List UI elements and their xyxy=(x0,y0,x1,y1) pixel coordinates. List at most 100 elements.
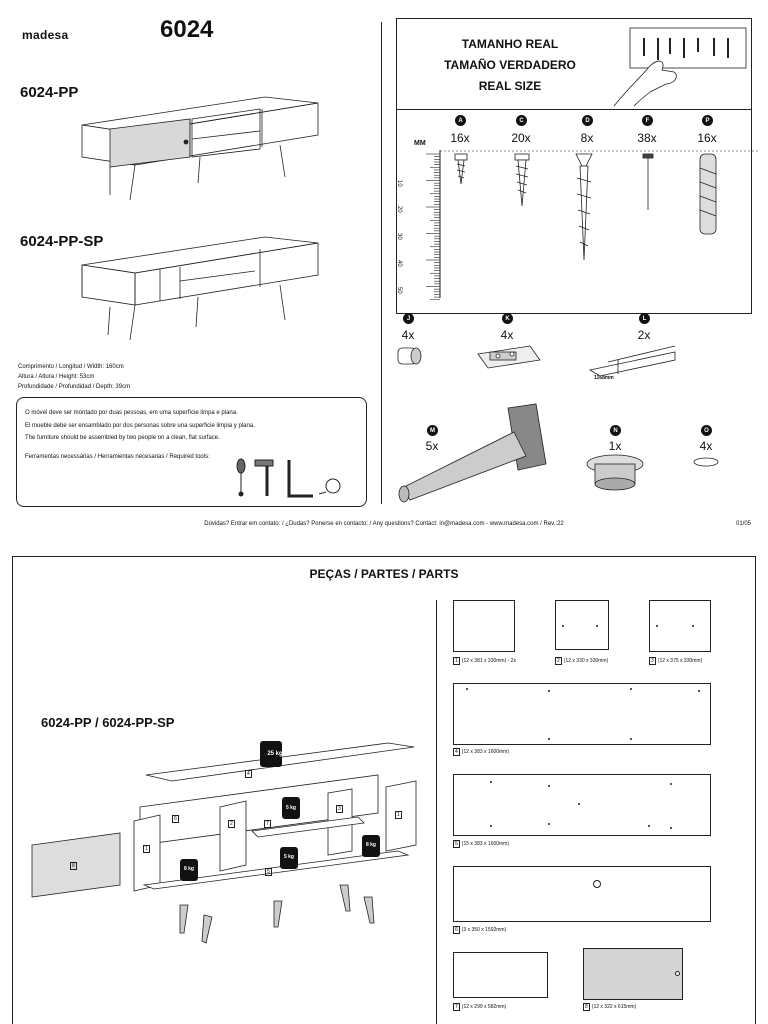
tools-label: Ferramentas necessárias / Herramientas n… xyxy=(25,453,210,460)
parts-divider xyxy=(436,600,437,1024)
exploded-assembly-diagram xyxy=(31,741,417,944)
part-3-panel xyxy=(649,600,711,652)
part-1-label: 1(12 x 381 x 330mm) - 2x xyxy=(453,657,516,665)
weight-8kg-right-label: 8 kg xyxy=(365,842,376,848)
hardware-qty-d: 8x xyxy=(580,131,594,145)
assembly-label-3: 3 xyxy=(336,805,343,813)
brand-logo: madesa xyxy=(22,28,69,42)
assembly-label-4: 4 xyxy=(245,770,252,778)
weight-25kg-icon xyxy=(260,741,282,767)
screw-d-icon xyxy=(575,153,593,261)
part-7-label: 7(12 x 299 x 582mm) xyxy=(453,1003,507,1011)
tv-stand-open-illustration xyxy=(81,236,319,341)
part-4-panel xyxy=(453,683,711,745)
weight-5kg-label: 5 kg xyxy=(285,805,296,811)
hardware-qty-k: 4x xyxy=(500,328,514,342)
hardware-badge-p: P xyxy=(702,115,713,126)
assembly-label-5: 5 xyxy=(265,868,272,876)
weight-8kg-left-icon xyxy=(180,859,198,881)
bumper-j-icon xyxy=(397,347,422,365)
note-es: El mueble debe ser ensamblado por dos pe… xyxy=(25,422,255,429)
hardware-badge-l: L xyxy=(639,313,650,324)
screw-a-icon xyxy=(454,153,468,185)
variant-b-title: 6024-PP-SP xyxy=(20,233,104,250)
square-ruler-icon xyxy=(287,460,313,498)
part-4-label: 4(12 x 383 x 1600mm) xyxy=(453,748,510,756)
hardware-badge-n: N xyxy=(610,425,621,436)
part-2-panel xyxy=(555,600,609,650)
real-size-en: REAL SIZE xyxy=(478,79,542,93)
model-number: 6024 xyxy=(160,16,214,43)
part-6-label: 6(3 x 350 x 1592mm) xyxy=(453,926,507,934)
part-8-label: 8(12 x 322 x 615mm) xyxy=(583,1003,637,1011)
page1-divider xyxy=(381,22,382,504)
ruler-tick-40: 40 xyxy=(396,260,402,267)
real-size-es: TAMAÑO VERDADERO xyxy=(444,58,576,72)
real-size-header xyxy=(396,18,752,110)
part-5-label: 5(15 x 383 x 1600mm) xyxy=(453,840,510,848)
hardware-qty-j: 4x xyxy=(401,328,415,342)
weight-25kg-label: 25 kg xyxy=(267,751,283,757)
hardware-qty-n: 1x xyxy=(608,439,622,453)
screwdriver-icon xyxy=(236,458,246,497)
assembly-label-6: 6 xyxy=(172,815,179,823)
dimension-depth: Profundidade / Profundidad / Depth: 39cm xyxy=(18,384,131,390)
ruler-tick-20: 20 xyxy=(396,206,402,213)
part-2-label: 2(12 x 330 x 330mm) xyxy=(555,657,609,665)
contact-footer: Dúvidas? Entrar em contato: / ¿Dudas? Po… xyxy=(204,521,564,527)
part-1-panel xyxy=(453,600,515,652)
weight-5kg-bottom-icon xyxy=(280,847,298,869)
washer-o-icon xyxy=(693,457,719,467)
grommet-n-icon xyxy=(586,454,644,491)
hammer-icon xyxy=(254,459,274,496)
hardware-badge-k: K xyxy=(502,313,513,324)
hardware-badge-m: M xyxy=(427,425,438,436)
hardware-qty-c: 20x xyxy=(511,131,531,145)
ruler-unit: MM xyxy=(414,140,426,147)
screws-real-size xyxy=(454,153,717,261)
hardware-badge-j: J xyxy=(403,313,414,324)
hardware-qty-o: 4x xyxy=(699,439,713,453)
dimension-width: Comprimento / Longitud / Width: 160cm xyxy=(18,364,124,370)
assembly-label-2: 2 xyxy=(228,820,235,828)
side-panel-1-left xyxy=(133,814,161,892)
parts-title: PEÇAS / PARTES / PARTS xyxy=(309,567,459,581)
real-size-title: TAMANHO REAL TAMAÑO VERDADERO REAL SIZE xyxy=(420,34,600,97)
legs-icons xyxy=(179,884,375,944)
hardware-row3-icons xyxy=(398,403,719,503)
shelf-panel-7 xyxy=(251,816,365,838)
note-pt: O móvel deve ser montado por duas pessoa… xyxy=(25,410,238,416)
hardware-qty-p: 16x xyxy=(697,131,717,145)
assembly-label-1-right: 1 xyxy=(395,811,402,819)
rail-l-icon xyxy=(588,345,676,377)
page-number: 01/05 xyxy=(736,521,752,527)
ruler-tick-10: 10 xyxy=(396,180,402,187)
part-6-panel xyxy=(453,866,711,922)
ruler-tick-30: 30 xyxy=(396,233,402,240)
real-size-pt: TAMANHO REAL xyxy=(461,37,559,51)
hardware-qty-m: 5x xyxy=(425,439,439,453)
assembly-label-8: 8 xyxy=(70,862,77,870)
part-8-panel xyxy=(583,948,683,1000)
parts-sheet xyxy=(12,556,756,1024)
hand-placing-screw-icon xyxy=(613,27,747,107)
hardware-row2-icons xyxy=(397,345,676,377)
part-5-panel xyxy=(453,774,711,836)
weight-8kg-left-label: 8 kg xyxy=(183,866,194,872)
tape-measure-icon xyxy=(318,478,341,495)
assembly-notes-box: O móvel deve ser montado por duas pessoa… xyxy=(16,397,367,507)
ruler-tick-50: 50 xyxy=(396,287,402,294)
part-3-label: 3(12 x 375 x 330mm) xyxy=(649,657,703,665)
dowel-p-icon xyxy=(699,153,717,235)
millimeter-ruler xyxy=(426,150,758,300)
tools-icons xyxy=(236,458,341,498)
dimensions-block: Comprimento / Longitud / Width: 160cm Al… xyxy=(18,362,130,392)
rail-length-note: 1168mm xyxy=(594,375,614,381)
hardware-qty-l: 2x xyxy=(637,328,651,342)
hardware-badge-f: F xyxy=(642,115,653,126)
hardware-qty-a: 16x xyxy=(450,131,470,145)
dimension-height: Altura / Altura / Height: 53cm xyxy=(18,374,95,380)
hardware-badge-a: A xyxy=(455,115,466,126)
hardware-badge-o: O xyxy=(701,425,712,436)
parts-model-title: 6024-PP / 6024-PP-SP xyxy=(41,715,175,730)
